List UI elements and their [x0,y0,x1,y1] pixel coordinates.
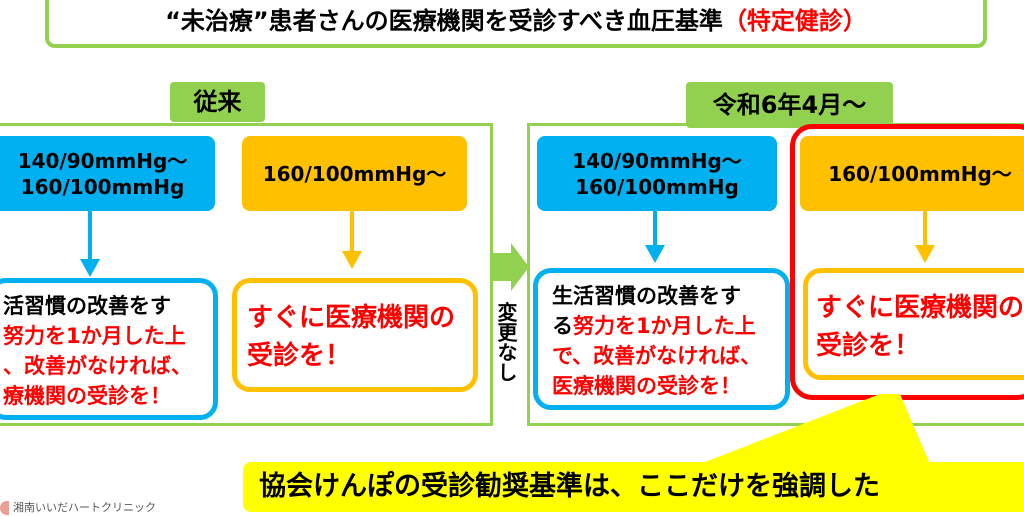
highlight-frame [790,124,1024,400]
result-line: 療機関の受診を！ [3,384,171,408]
down-arrow-icon [645,211,665,263]
after-lifestyle-box: 生活習慣の改善をす る努力を1か月した上 で、改善がなければ、 医療機関の受診を… [533,268,790,410]
after-high-box: 160/100mmHg～ [800,136,1024,211]
title-subtext: （特定健診） [722,7,867,35]
result-line: 、改善がなければ、 [3,354,192,378]
result-line: 医療機関の受診を！ [552,374,741,398]
after-label: 令和6年4月～ [686,82,893,128]
title-text: “未治療”患者さんの医療機関を受診すべき血圧基準 [165,7,723,35]
down-arrow-icon [342,211,362,269]
down-arrow-icon [915,211,935,263]
result-line: 生活習慣の改善をす [552,284,741,308]
callout-box: 協会けんぽの受診勧奨基準は、ここだけを強調した [243,462,1024,512]
before-label: 従来 [170,82,265,122]
before-arrows [80,211,362,277]
result-line: で、改善がなければ、 [552,344,762,368]
result-line: 努力を1か月した上 [573,314,756,338]
after-immediate-box: すぐに医療機関の 受診を！ [803,268,1024,380]
result-line: 受診を！ [816,331,921,361]
result-line: る [552,314,573,338]
no-change-text: 変更なし [494,302,518,382]
result-line: 活習慣の改善をす [3,294,171,318]
after-arrows [645,211,935,263]
logo-icon [0,501,9,515]
result-line: すぐに医療機関の [816,293,1024,323]
callout-pointer [700,394,930,464]
before-high-box: 160/100mmHg～ [242,136,467,211]
down-arrow-icon [80,211,100,277]
clinic-name: 湘南いいだハートクリニック [13,501,156,514]
range-line: 160/100mmHg [575,174,739,199]
after-range-box: 140/90mmHg～160/100mmHg [537,136,777,211]
before-immediate-box: すぐに医療機関の 受診を！ [232,278,478,392]
range-line: 140/90mmHg～ [17,148,188,173]
result-line: 受診を！ [247,341,352,371]
range-line: 140/90mmHg～ [572,148,742,173]
range-line: 160/100mmHg [20,174,185,199]
title-box: “未治療”患者さんの医療機関を受診すべき血圧基準（特定健診） [45,0,987,48]
before-panel [0,123,493,426]
before-range-box: 140/90mmHg～160/100mmHg [0,136,215,211]
clinic-logo: 湘南いいだハートクリニック [0,500,156,516]
result-line: すぐに医療機関の [247,303,456,333]
before-lifestyle-box: 活習慣の改善をす 努力を1か月した上 、改善がなければ、 療機関の受診を！ [0,278,218,420]
right-arrow-icon [493,243,529,291]
result-line: 努力を1か月した上 [3,324,186,348]
